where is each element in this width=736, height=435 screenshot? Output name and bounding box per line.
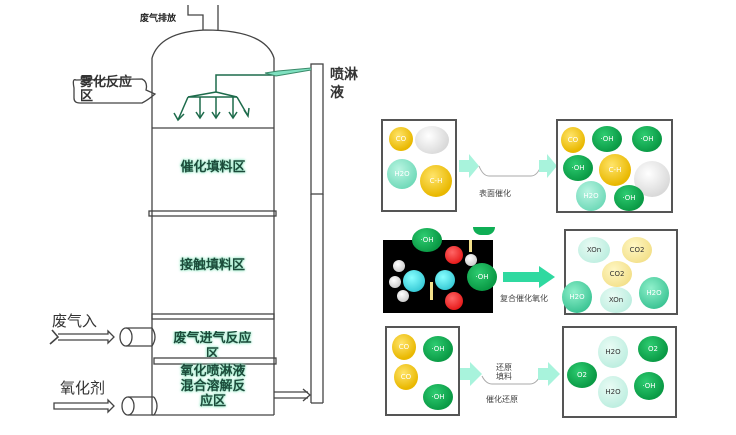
contact-packing-zone-label: 接触填料区 [179, 258, 245, 273]
molecule-ball: H2O [598, 336, 628, 368]
row2-process-arrow [503, 266, 555, 288]
molecule-ball: XOn [600, 287, 632, 313]
molecule-ball: CO [389, 127, 413, 151]
molecule-ball: CO2 [602, 261, 632, 287]
spray-liquid-label: 喷淋液 [330, 67, 358, 101]
atomization-zone-label: 雾化反应区 [80, 75, 133, 104]
molecule-ball: H2O [562, 281, 592, 313]
row3-process-arrow [460, 362, 560, 386]
gas-inlet-zone-label: 废气进气反应区 [173, 331, 252, 357]
row1-right-panel: CO ·OH ·OH ·OH C-H H2O ·OH [556, 119, 673, 213]
row3-packing-label: 还原填料 [496, 363, 512, 381]
molecule-ball: H2O [576, 181, 606, 211]
molecule-ball: ·OH [423, 384, 453, 410]
molecule-ball: H2O [639, 277, 669, 309]
molecule-ball: H2O [387, 159, 417, 189]
tower-dome [151, 29, 275, 59]
hydroxyl-radical: ·OH [412, 228, 442, 252]
row2-process-label: 复合催化氧化 [500, 294, 548, 303]
scrubber-tower-diagram [49, 5, 324, 416]
molecule-ball: ·OH [423, 336, 453, 362]
molecule-ball: ·OH [634, 372, 664, 400]
molecule-ball: C-H [599, 154, 631, 186]
molecule-ball [415, 126, 449, 154]
molecule-ball: CO [394, 364, 418, 390]
waste-gas-in-label: 废气入 [52, 312, 98, 330]
flange-1 [148, 210, 277, 217]
row3-process-label: 催化还原 [486, 395, 518, 404]
molecule-ball: XOn [578, 237, 610, 263]
oxidant-arrow [53, 398, 115, 414]
flange-3 [153, 357, 277, 365]
catalytic-packing-zone-label: 催化填料区 [180, 160, 246, 175]
atomization-callout [72, 78, 157, 104]
spray-return-pipe [310, 63, 324, 195]
molecule-ball: C-H [420, 165, 452, 197]
molecule-ball: CO2 [622, 237, 652, 263]
molecule-ball: CO [392, 334, 416, 360]
waste-gas-arrow [58, 329, 115, 345]
molecule-ball: CO [561, 127, 585, 153]
hydroxyl-radical-partial [473, 227, 495, 235]
row1-process-arrow [459, 154, 557, 178]
spray-nozzle-assembly [173, 74, 274, 122]
molecule-ball: O2 [638, 336, 668, 362]
waste-gas-inlet-pipe [119, 327, 156, 347]
row2-right-panel: XOn CO2 CO2 H2O XOn H2O [562, 229, 678, 315]
oxidant-in-label: 氧化剂 [60, 379, 106, 397]
hydroxyl-radical: ·OH [467, 263, 497, 291]
row3-left-panel: CO ·OH CO ·OH [385, 326, 460, 416]
molecule-ball: ·OH [614, 185, 644, 211]
molecule-ball: ·OH [632, 126, 662, 152]
molecule-ball: H2O [598, 376, 628, 408]
exhaust-stack [187, 5, 219, 30]
oxidant-inlet-pipe [121, 396, 158, 416]
row3-right-panel: H2O O2 O2 H2O ·OH [562, 326, 677, 418]
exhaust-label: 废气排放 [140, 14, 177, 24]
row1-process-label: 表面催化 [479, 189, 511, 198]
flange-2 [151, 313, 275, 320]
spray-inlet-arrow [264, 67, 312, 77]
molecule-ball: ·OH [592, 126, 622, 152]
oxidant-mix-zone-label: 氧化喷淋液混合溶解反应区 [180, 364, 246, 409]
molecule-ball: ·OH [563, 155, 593, 181]
row1-left-panel: CO H2O C-H [381, 119, 457, 212]
molecule-ball: O2 [567, 362, 597, 388]
